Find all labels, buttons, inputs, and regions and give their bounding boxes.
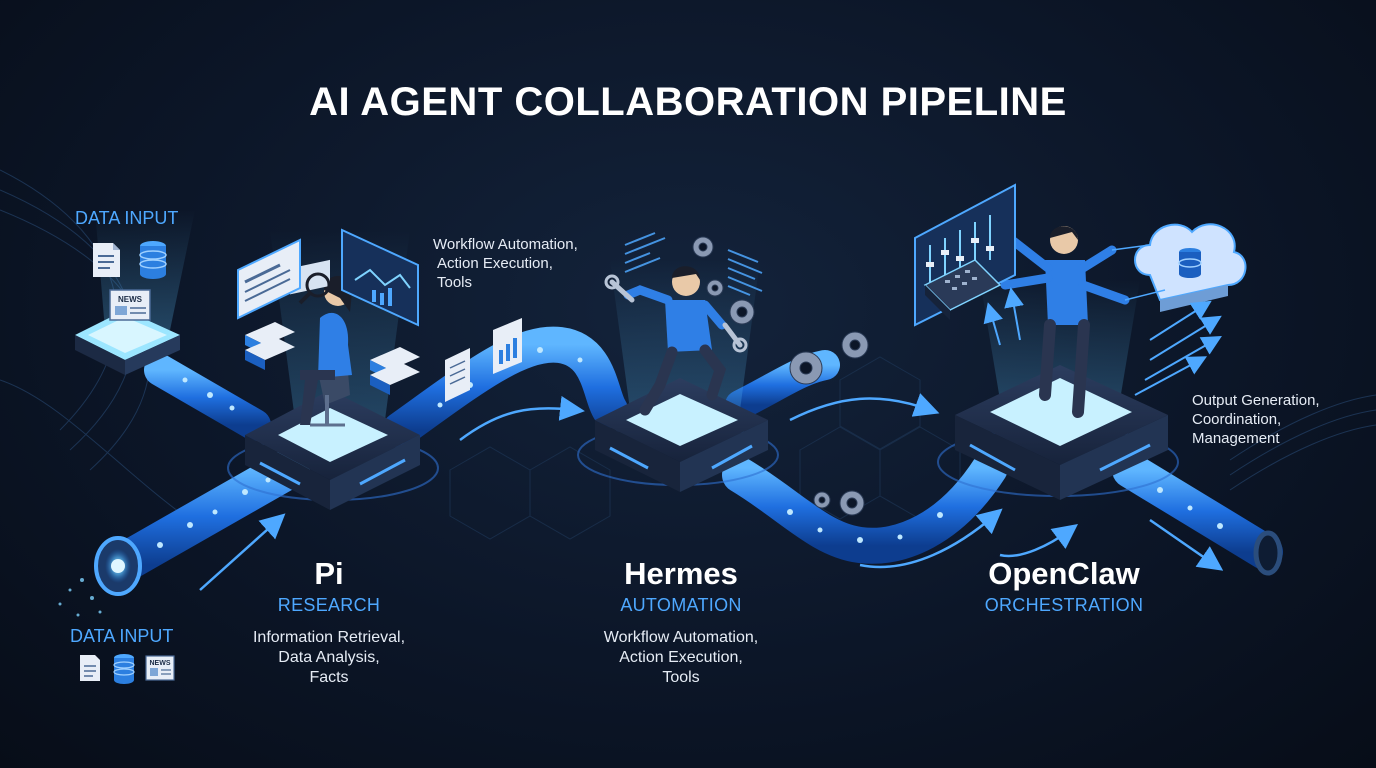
- svg-text:NEWS: NEWS: [118, 295, 143, 304]
- book-stack-icon: [245, 322, 420, 395]
- agent-hermes-role: AUTOMATION: [620, 595, 742, 615]
- pipe-particles: [157, 347, 1223, 548]
- agent-pi-desc-line-3: Facts: [309, 669, 349, 686]
- agent-pi-desc-line-1: Information Retrieval,: [252, 629, 406, 646]
- database-icon: [139, 241, 167, 279]
- pipe-start-cap: [94, 536, 142, 596]
- news-icon: NEWS: [109, 289, 151, 321]
- page-title: AI AGENT COLLABORATION PIPELINE: [309, 80, 1067, 124]
- main-pipe: [100, 326, 1283, 585]
- agent-hermes-name: Hermes: [624, 556, 738, 591]
- data-input-top-label: DATA INPUT: [75, 208, 179, 228]
- agent-hermes-desc-line-2: Action Execution,: [619, 649, 743, 666]
- pointer-lines: [1111, 244, 1166, 301]
- hermes-note-line-1: Workflow Automation,: [433, 236, 578, 253]
- code-lines-panel: [624, 232, 763, 296]
- agent-hermes-description: Workflow Automation, Action Execution, T…: [561, 628, 801, 688]
- agent-openclaw-name: OpenClaw: [988, 556, 1140, 591]
- agent-openclaw-role: ORCHESTRATION: [984, 595, 1144, 615]
- flow-arrows: [199, 393, 1224, 591]
- openclaw-platform: [937, 280, 1179, 500]
- chart-screen-icon: [341, 228, 419, 327]
- agent-pi-role: RESEARCH: [277, 595, 381, 615]
- output-note-line-1: Output Generation,: [1192, 392, 1320, 409]
- output-note-line-3: Management: [1192, 430, 1280, 447]
- bottom-database-icon: [113, 654, 135, 684]
- output-beams: [983, 287, 1222, 396]
- gear-icons: [692, 236, 869, 516]
- report-document-icons: [445, 318, 522, 402]
- agent-pi-name: Pi: [314, 556, 344, 591]
- browser-window-icon: [237, 238, 301, 320]
- bottom-news-icon: NEWS: [145, 655, 175, 681]
- agent-hermes-desc-line-3: Tools: [662, 669, 700, 686]
- hermes-floating-note: Workflow Automation, Action Execution, T…: [433, 235, 578, 292]
- agent-pi-desc-line-2: Data Analysis,: [278, 649, 380, 666]
- openclaw-orchestrator-figure: [1000, 226, 1130, 418]
- svg-text:NEWS: NEWS: [150, 660, 171, 667]
- agent-hermes-desc-line-1: Workflow Automation,: [603, 629, 759, 646]
- hermes-note-line-2: Action Execution,: [437, 255, 553, 272]
- output-note: Output Generation, Coordination, Managem…: [1192, 391, 1320, 448]
- output-note-line-2: Coordination,: [1192, 411, 1282, 428]
- document-icon: [93, 243, 120, 277]
- agent-pi-description: Information Retrieval, Data Analysis, Fa…: [209, 628, 449, 688]
- hermes-note-line-3: Tools: [437, 274, 473, 291]
- hermes-engineer-figure: [604, 266, 748, 416]
- pipe-end-cap: [1253, 530, 1283, 576]
- bottom-document-icon: [80, 655, 100, 681]
- input-sparkles: [58, 578, 102, 617]
- data-input-bottom-label: DATA INPUT: [70, 626, 174, 646]
- cloud-database-icon: [1134, 223, 1247, 312]
- keypad-icon: [923, 259, 1002, 320]
